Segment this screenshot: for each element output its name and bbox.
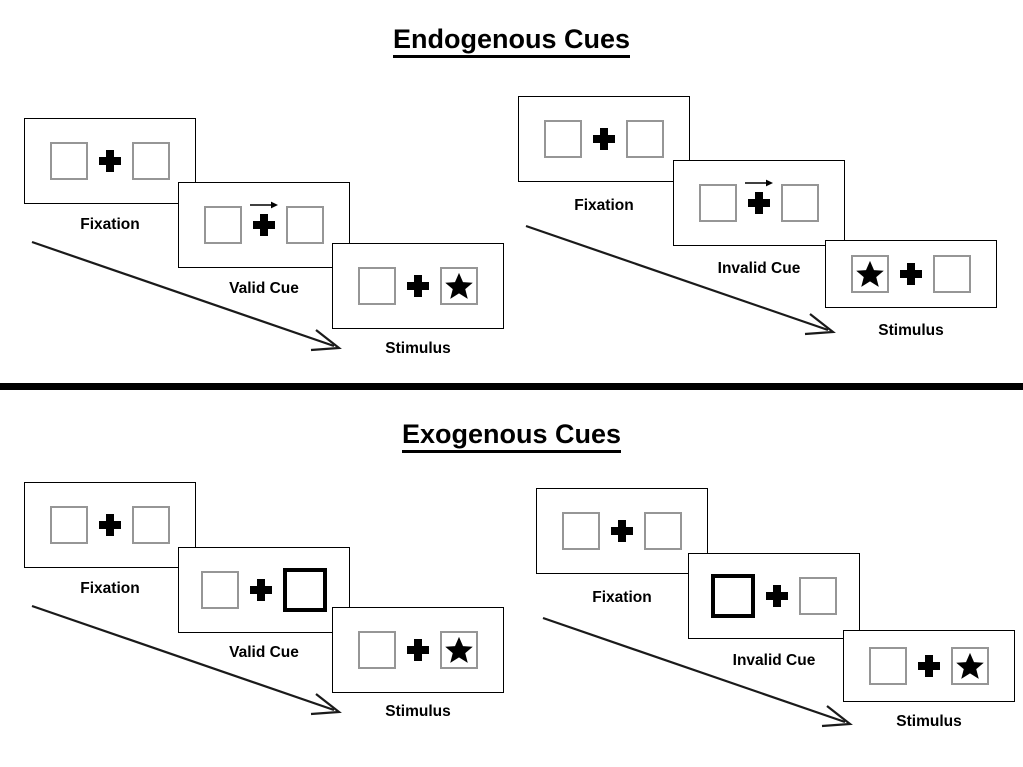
cue-box-left (201, 571, 239, 609)
fixation-cross-wrap (88, 503, 132, 547)
label-endogenous-invalid-stimulus: Stimulus (878, 322, 944, 339)
label-endogenous-valid-cue: Valid Cue (229, 280, 299, 297)
cue-box-right-target (440, 267, 478, 305)
plus-icon (99, 514, 121, 536)
panel-content (869, 644, 989, 688)
cue-box-right-target (440, 631, 478, 669)
fixation-cross-wrap (889, 252, 933, 296)
fixation-cross-wrap (755, 574, 799, 618)
cue-box-right (799, 577, 837, 615)
fixation-cross-wrap (600, 509, 644, 553)
cue-box-left (699, 184, 737, 222)
panel-content (204, 201, 324, 247)
cue-box-left-target (851, 255, 889, 293)
panel-content (50, 503, 170, 547)
cue-box-right (644, 512, 682, 550)
fixation-cross-wrap (242, 201, 286, 247)
cue-box-right-cued (283, 568, 327, 612)
cue-box-left (869, 647, 907, 685)
section-divider (0, 383, 1023, 390)
fixation-cross-wrap (396, 264, 440, 308)
plus-icon (918, 655, 940, 677)
panel-exogenous-valid-cue (178, 547, 350, 633)
panel-content (544, 117, 664, 161)
label-exogenous-valid-fixation: Fixation (80, 580, 140, 597)
endogenous-heading-text: Endogenous Cues (392, 24, 630, 58)
panel-content (50, 139, 170, 183)
panel-exogenous-invalid-cue (688, 553, 860, 639)
label-exogenous-invalid-stimulus: Stimulus (896, 713, 962, 730)
exogenous-heading-text: Exogenous Cues (401, 419, 622, 453)
panel-exogenous-valid-stimulus (332, 607, 504, 693)
plus-icon (611, 520, 633, 542)
plus-icon (407, 275, 429, 297)
star-icon (445, 272, 473, 299)
plus-icon (900, 263, 922, 285)
cue-box-left (358, 631, 396, 669)
arrow-right-icon (250, 201, 278, 209)
plus-icon (253, 214, 275, 236)
label-endogenous-invalid-cue: Invalid Cue (717, 260, 801, 277)
cue-box-right (286, 206, 324, 244)
panel-exogenous-valid-fixation (24, 482, 196, 568)
cue-box-right (781, 184, 819, 222)
label-exogenous-invalid-fixation: Fixation (592, 589, 652, 606)
panel-content (711, 574, 837, 618)
panel-content (358, 264, 478, 308)
fixation-cross-wrap (737, 179, 781, 225)
label-exogenous-invalid-cue: Invalid Cue (732, 652, 816, 669)
cue-box-right (626, 120, 664, 158)
fixation-cross-wrap (907, 644, 951, 688)
cue-box-left-cued (711, 574, 755, 618)
panel-endogenous-valid-cue (178, 182, 350, 268)
cue-box-left (544, 120, 582, 158)
fixation-cross-wrap (239, 568, 283, 612)
panel-endogenous-invalid-cue (673, 160, 845, 246)
plus-icon (748, 192, 770, 214)
cue-box-left (50, 506, 88, 544)
label-endogenous-invalid-fixation: Fixation (574, 197, 634, 214)
fixation-cross-wrap (396, 628, 440, 672)
fixation-cross-wrap (88, 139, 132, 183)
cue-box-right (132, 506, 170, 544)
plus-icon (593, 128, 615, 150)
cue-box-left (204, 206, 242, 244)
cue-box-left (358, 267, 396, 305)
plus-icon (766, 585, 788, 607)
panel-endogenous-invalid-stimulus (825, 240, 997, 308)
panel-endogenous-invalid-fixation (518, 96, 690, 182)
label-endogenous-valid-stimulus: Stimulus (385, 340, 451, 357)
cue-box-left (50, 142, 88, 180)
panel-content (851, 252, 971, 296)
cue-box-right-target (951, 647, 989, 685)
cue-box-right (933, 255, 971, 293)
endogenous-section-title: Endogenous Cues (0, 24, 1023, 58)
panel-exogenous-invalid-fixation (536, 488, 708, 574)
cue-box-left (562, 512, 600, 550)
cue-box-right (132, 142, 170, 180)
arrow-right-icon (745, 179, 773, 187)
star-icon (445, 636, 473, 663)
panel-endogenous-valid-stimulus (332, 243, 504, 329)
plus-icon (407, 639, 429, 661)
star-icon (856, 260, 884, 287)
plus-icon (99, 150, 121, 172)
panel-content (699, 179, 819, 225)
fixation-cross-wrap (582, 117, 626, 161)
exogenous-section-title: Exogenous Cues (0, 419, 1023, 453)
panel-content (358, 628, 478, 672)
panel-content (201, 568, 327, 612)
label-exogenous-valid-stimulus: Stimulus (385, 703, 451, 720)
star-icon (956, 652, 984, 679)
plus-icon (250, 579, 272, 601)
panel-content (562, 509, 682, 553)
label-exogenous-valid-cue: Valid Cue (229, 644, 299, 661)
label-endogenous-valid-fixation: Fixation (80, 216, 140, 233)
panel-exogenous-invalid-stimulus (843, 630, 1015, 702)
panel-endogenous-valid-fixation (24, 118, 196, 204)
